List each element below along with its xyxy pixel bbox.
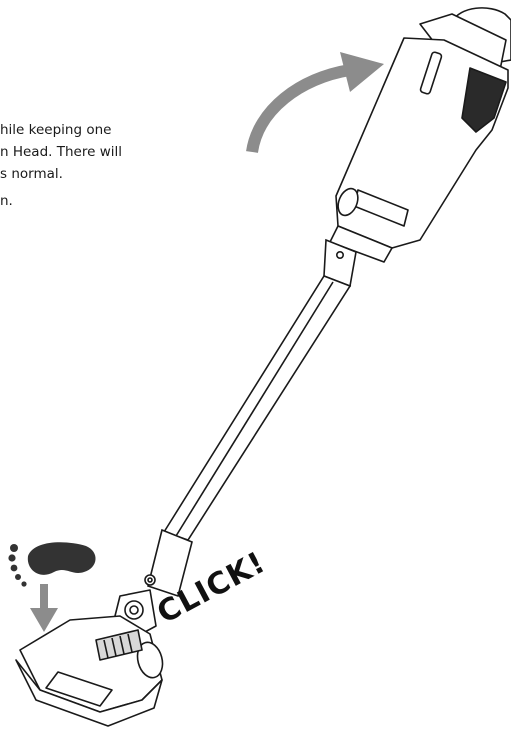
- down-arrow-icon: [30, 584, 58, 632]
- vacuum-body: [330, 8, 511, 262]
- foot-icon: [8, 542, 95, 586]
- extension-tube: [164, 276, 350, 540]
